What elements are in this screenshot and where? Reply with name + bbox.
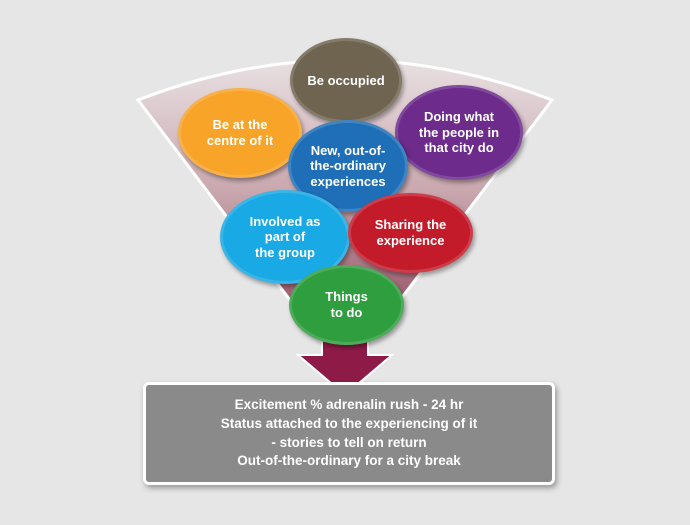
outcome-line: Status attached to the experiencing of i…	[220, 415, 478, 431]
bubble-label: New, out-of- the-ordinary experiences	[310, 142, 386, 189]
bubble-involved-in-group: Involved as part of the group	[220, 190, 350, 284]
outcome-box: Excitement % adrenalin rush - 24 hr Stat…	[143, 382, 555, 485]
bubble-sharing-experience: Sharing the experience	[348, 193, 473, 273]
bubble-label: Doing what the people in that city do	[418, 109, 500, 156]
bubble-be-occupied: Be occupied	[290, 38, 402, 123]
bubble-things-to-do: Things to do	[289, 265, 404, 345]
bubble-label: Involved as part of the group	[249, 213, 321, 260]
bubble-doing-what-people-do: Doing what the people in that city do	[395, 85, 523, 180]
outcome-line: Excitement % adrenalin rush - 24 hr	[234, 397, 464, 413]
bubble-label: Sharing the experience	[374, 217, 447, 248]
bubble-label: Things to do	[325, 289, 368, 320]
outcome-line: - stories to tell on return	[271, 434, 427, 450]
bubble-label: Be at the centre of it	[206, 117, 274, 148]
bubble-label: Be occupied	[307, 72, 385, 88]
outcome-line: Out-of-the-ordinary for a city break	[237, 453, 461, 469]
bubble-be-at-the-centre: Be at the centre of it	[178, 88, 302, 178]
